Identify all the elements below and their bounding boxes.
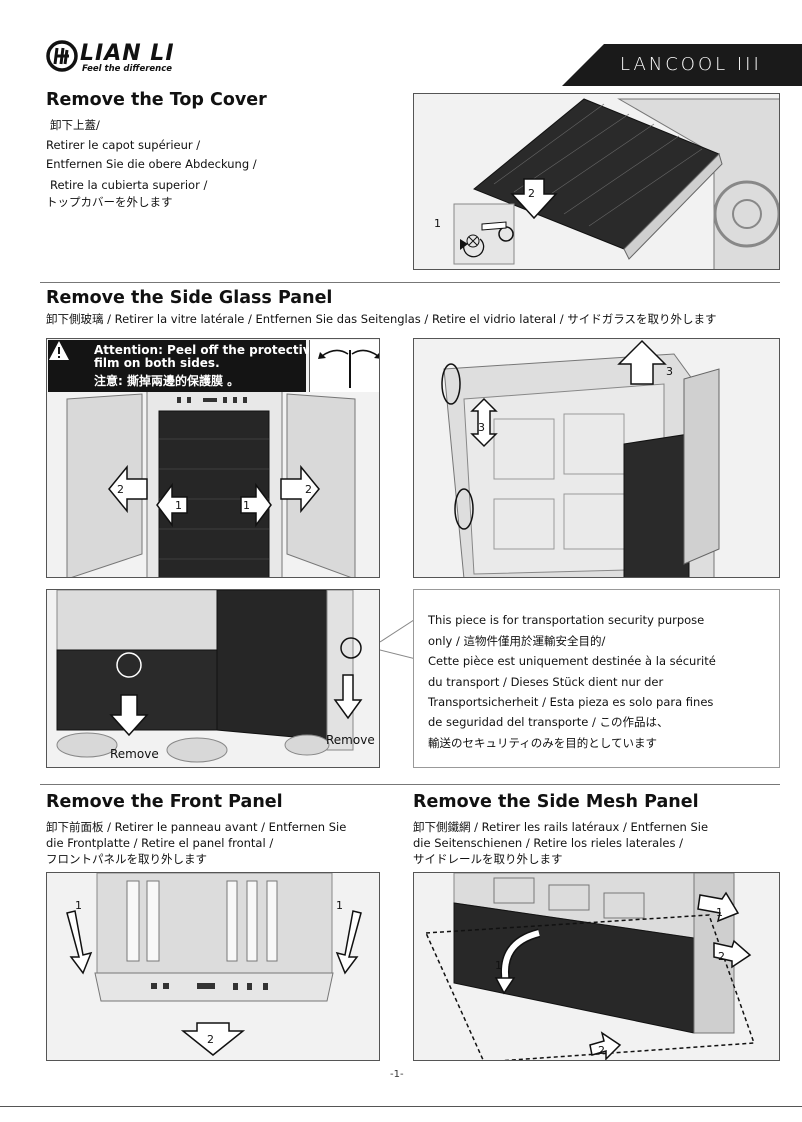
step-1-left-arrow: 1	[66, 899, 93, 975]
step-number: 2	[305, 483, 312, 496]
step-2-down-arrow: 2	[510, 178, 558, 220]
note-line: This piece is for transportation securit…	[428, 613, 705, 627]
front-panel-line: 卸下前面板 / Retirer le panneau avant / Entfe…	[46, 820, 347, 834]
front-panel-line: die Frontplatte / Retire el panel fronta…	[46, 836, 274, 850]
step-number: 1	[495, 959, 502, 972]
side-glass-illustration-front: 2 2 1 1 Attention: Peel off the protecti…	[46, 338, 380, 578]
remove-label-left: Remove	[110, 747, 159, 761]
step-number: 1	[75, 899, 82, 912]
side-mesh-line: サイドレールを取り外します	[413, 852, 563, 866]
step-1-left-arrow: 1	[156, 482, 188, 528]
note-line: Transportsicherheit / Esta pieza es solo…	[428, 695, 714, 709]
step-3-up-arrow: 3	[617, 339, 673, 385]
side-glass-illustration-angle: 3 3	[413, 338, 780, 578]
transport-note-box: This piece is for transportation securit…	[413, 589, 780, 768]
page-number: -1-	[390, 1069, 404, 1080]
step-number: 3	[666, 365, 673, 378]
step-number: 2	[207, 1033, 214, 1046]
note-line: de seguridad del transporte / この作品は、	[428, 715, 669, 729]
section-divider	[40, 784, 780, 785]
footer-rule	[0, 1106, 802, 1107]
note-line: 輸送のセキュリティのみを目的としています	[428, 736, 657, 750]
step-number: 2	[718, 950, 725, 963]
front-panel-line: フロントパネルを取り外します	[46, 852, 207, 866]
step-1-right-arrow: 1	[335, 899, 362, 975]
step-number: 2	[117, 483, 124, 496]
step-number: 1	[336, 899, 343, 912]
step-1-swing-arrow: 1	[494, 928, 541, 995]
note-line: du transport / Dieses Stück dient nur de…	[428, 675, 664, 689]
step-1-rotate-icon: 1	[434, 217, 507, 258]
step-3-lift-arrow: 3	[470, 397, 498, 448]
section-divider	[40, 282, 780, 283]
attention-text-en-1: Attention: Peel off the protective	[94, 343, 319, 357]
step-number: 1	[243, 499, 250, 512]
transport-piece-illustration: Remove Remove	[46, 589, 380, 768]
step-number: 3	[478, 421, 485, 434]
attention-text-en-2: film on both sides.	[94, 356, 220, 370]
step-2-arrow-bottom: 2	[589, 1031, 622, 1060]
step-number: 1	[716, 906, 723, 919]
step-1-right-arrow: 1	[240, 482, 272, 528]
step-number: 2	[598, 1044, 605, 1057]
front-panel-title: Remove the Front Panel	[46, 792, 283, 812]
top-cover-title: Remove the Top Cover	[46, 90, 267, 110]
note-line: Cette pièce est uniquement destinée à la…	[428, 654, 716, 668]
attention-banner: Attention: Peel off the protective film …	[48, 340, 319, 392]
side-mesh-line: 卸下側鐵網 / Retirer les rails latéraux / Ent…	[413, 820, 709, 834]
attention-text-zh: 注意: 撕掉兩邊的保護膜 。	[94, 374, 240, 388]
step-number: 1	[434, 217, 441, 230]
remove-label-right: Remove	[326, 733, 375, 747]
step-2-right-arrow: 2	[280, 464, 320, 514]
top-cover-line-fr: Retirer le capot supérieur /	[46, 138, 201, 152]
brand-tagline: Feel the difference	[82, 64, 173, 74]
model-banner: LANCOOL III	[562, 44, 802, 86]
front-panel-illustration: 1 1 2	[46, 872, 380, 1061]
peel-film-icon	[318, 349, 379, 388]
step-2-left-arrow: 2	[108, 464, 148, 514]
side-glass-title: Remove the Side Glass Panel	[46, 288, 333, 308]
step-number: 2	[528, 187, 535, 200]
model-name: LANCOOL III	[620, 54, 762, 75]
remove-down-arrow-right	[333, 674, 363, 720]
top-cover-line-de: Entfernen Sie die obere Abdeckung /	[46, 157, 257, 171]
note-line: only / 這物件僅用於運輸安全目的/	[428, 634, 606, 648]
top-cover-line-zh: 卸下上蓋/	[50, 118, 100, 132]
top-cover-line-ja: トップカバーを外します	[46, 195, 173, 209]
side-mesh-illustration: 1 1 2 2	[413, 872, 780, 1061]
step-number: 1	[175, 499, 182, 512]
step-2-arrow-right: 2	[713, 939, 752, 969]
top-cover-illustration: 2 1	[413, 93, 780, 270]
brand-name: LIAN LI	[80, 41, 175, 66]
brand-logo: LIAN LI Feel the difference	[46, 40, 186, 76]
top-cover-line-es: Retire la cubierta superior /	[50, 178, 208, 192]
step-1-arrow-right: 1	[697, 891, 740, 923]
side-mesh-line: die Seitenschienen / Retire los rieles l…	[413, 836, 684, 850]
side-glass-subtitle: 卸下側玻璃 / Retirer la vitre latérale / Entf…	[46, 312, 717, 326]
peel-film-diagram	[309, 340, 379, 392]
warning-icon	[49, 341, 69, 360]
side-mesh-title: Remove the Side Mesh Panel	[413, 792, 699, 812]
step-2-down-arrow: 2	[180, 1022, 246, 1056]
lian-li-emblem-icon	[46, 40, 78, 72]
remove-down-arrow-left	[109, 694, 149, 737]
